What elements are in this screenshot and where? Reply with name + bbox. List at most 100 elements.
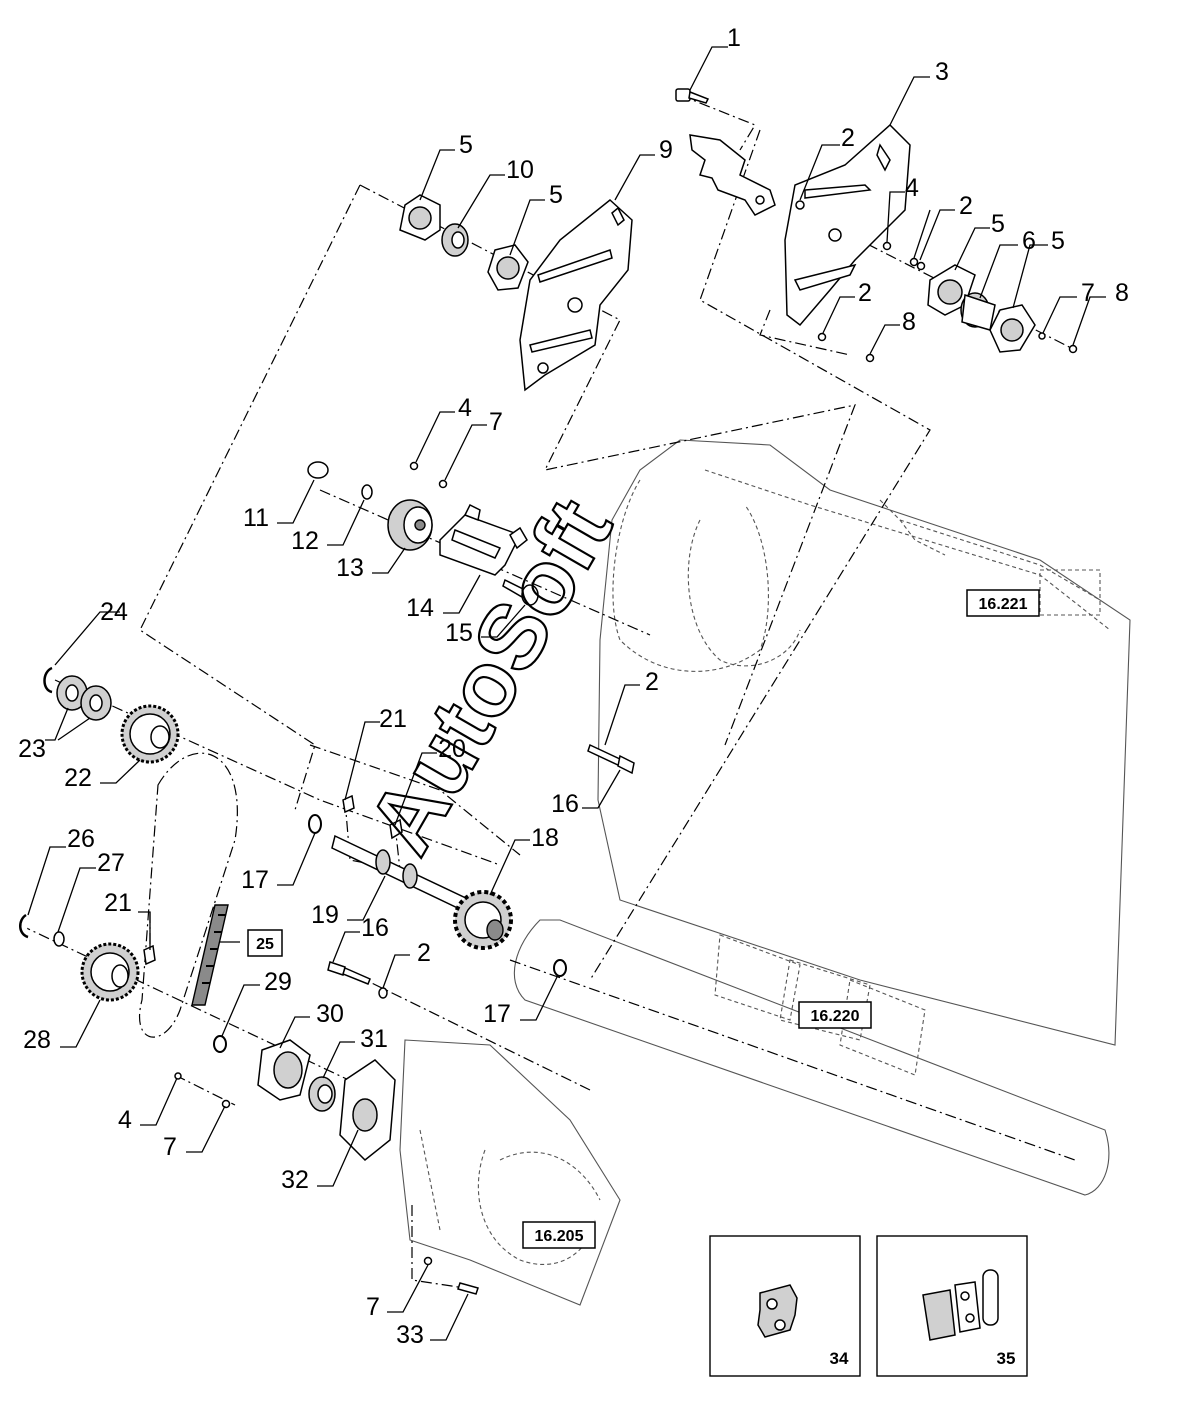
callout-20: 20: [438, 735, 466, 763]
callout-2: 2: [841, 124, 855, 152]
part-17-circlip-right: [553, 959, 567, 977]
part-25-chain: [191, 904, 229, 1006]
part-27-washer: [53, 931, 65, 947]
part-12-washer: [361, 484, 373, 500]
callout-16: 16: [551, 790, 579, 818]
ref-box-16-220: 16.220: [798, 1001, 872, 1029]
callout-8: 8: [902, 308, 916, 336]
part-9-plate: [519, 199, 633, 392]
part-29-circlip: [213, 1035, 227, 1053]
lower-small-washers: [174, 1072, 433, 1266]
part-18-sprocket: [453, 890, 513, 950]
callout-24: 24: [100, 598, 128, 626]
part-5-flange-left-a: [399, 194, 441, 241]
part-14-slider-bracket: [439, 503, 528, 576]
callout-6: 6: [1022, 227, 1036, 255]
part-2-washer-lower: [378, 987, 388, 999]
part-23-shims: [56, 675, 112, 721]
callout-27: 27: [97, 849, 125, 877]
part-3-plate: [784, 123, 911, 327]
callout-2: 2: [858, 279, 872, 307]
small-washers-right: [795, 200, 1078, 363]
upper-chute-housing: [597, 439, 1131, 1046]
callout-29: 29: [264, 968, 292, 996]
lower-chute-housing: [513, 919, 1110, 1196]
callout-1: 1: [727, 24, 741, 52]
callout-14: 14: [406, 594, 434, 622]
svg-text:16.221: 16.221: [979, 596, 1028, 613]
callout-19: 19: [311, 901, 339, 929]
callout-17: 17: [241, 866, 269, 894]
callout-7: 7: [1081, 279, 1095, 307]
callout-21: 21: [379, 705, 407, 733]
callout-4: 4: [118, 1106, 132, 1134]
callout-5: 5: [1051, 227, 1065, 255]
callout-8: 8: [1115, 279, 1129, 307]
callout-7: 7: [163, 1133, 177, 1161]
part-6-bearing-right: [960, 292, 996, 331]
ref-box-16-205: 16.205: [522, 1221, 596, 1249]
callout-2: 2: [417, 939, 431, 967]
callout-7: 7: [489, 408, 503, 436]
part-13-idler-wheel: [387, 499, 433, 551]
callout-5: 5: [549, 181, 563, 209]
callout-numbers: 1 2 3 5 10 5 9 4 2 5 6 5 7 8 2 8 4 7 11 …: [18, 24, 1129, 1349]
part-10-bearing-left: [441, 223, 469, 257]
callout-23: 23: [18, 735, 46, 763]
callout-32: 32: [281, 1166, 309, 1194]
inset-35-chain-link: [876, 1235, 1028, 1377]
callout-3: 3: [935, 58, 949, 86]
callout-5: 5: [459, 131, 473, 159]
callout-18: 18: [531, 824, 559, 852]
inset-34-label: 34: [830, 1349, 849, 1368]
callout-9: 9: [659, 136, 673, 164]
callout-26: 26: [67, 825, 95, 853]
idler-washers: [409, 461, 448, 489]
callout-5: 5: [991, 210, 1005, 238]
callout-4: 4: [905, 174, 919, 202]
part-22-sprocket: [120, 704, 180, 764]
callout-17: 17: [483, 1000, 511, 1028]
callout-21: 21: [104, 889, 132, 917]
inset-34-chain-link: [709, 1235, 861, 1377]
callout-28: 28: [23, 1026, 51, 1054]
inset-35-label: 35: [997, 1349, 1016, 1368]
callout-30: 30: [316, 1000, 344, 1028]
part-16-bolt-upper: [587, 743, 635, 775]
part-28-sprocket: [80, 942, 140, 1002]
callout-16: 16: [361, 914, 389, 942]
ref-box-25: 25: [247, 929, 283, 957]
part-32-bearing-plate: [339, 1059, 396, 1162]
svg-text:25: 25: [256, 936, 274, 953]
svg-text:16.205: 16.205: [535, 1228, 584, 1245]
callout-11: 11: [243, 504, 269, 532]
part-33-bolt: [457, 1282, 479, 1295]
part-15-bolt: [502, 578, 539, 606]
part-5-flange-left-b: [487, 244, 529, 291]
part-31-bearing: [308, 1076, 336, 1112]
svg-text:16.220: 16.220: [811, 1008, 860, 1025]
callout-4: 4: [458, 394, 472, 422]
part-26-circlip: [19, 913, 29, 939]
callout-15: 15: [445, 619, 473, 647]
part-16-bolt-lower: [327, 961, 371, 985]
callout-33: 33: [396, 1321, 424, 1349]
callout-12: 12: [291, 527, 319, 555]
part-17-circlip-left: [308, 814, 322, 834]
part-24-circlip: [43, 666, 53, 694]
callout-22: 22: [64, 764, 92, 792]
part-11-nut: [307, 461, 329, 479]
bottom-spout-housing: [399, 1039, 621, 1306]
part-21-key: [342, 794, 355, 814]
part-30-flange: [257, 1039, 311, 1101]
callout-2: 2: [959, 192, 973, 220]
callout-2: 2: [645, 668, 659, 696]
ref-box-16-221: 16.221: [966, 589, 1040, 617]
part-mounting-bracket: [689, 134, 776, 216]
leader-lines: [27, 46, 1106, 1341]
part-5-flange-right-b: [989, 304, 1036, 353]
callout-10: 10: [506, 156, 534, 184]
part-1-bolt: [675, 88, 710, 104]
callout-31: 31: [360, 1025, 388, 1053]
